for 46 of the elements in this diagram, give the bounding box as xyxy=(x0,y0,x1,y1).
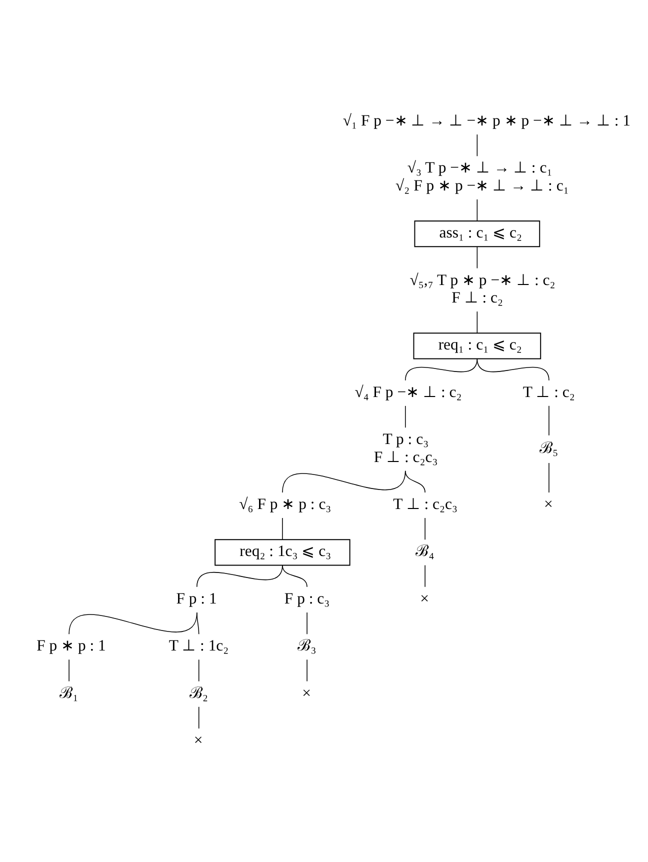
node-text: F p : 1 xyxy=(176,590,217,607)
connector xyxy=(282,564,308,587)
node-text: √₅,₇ T p ∗ p −∗ ⊥ : c₂ F ⊥ : c₂ xyxy=(410,271,556,306)
connector xyxy=(306,658,308,682)
connector xyxy=(424,517,426,540)
node-text: × xyxy=(544,495,553,512)
node-text: ℬ₅ xyxy=(540,439,558,456)
node-box: ass₁ : c₁ ⩽ c₂ xyxy=(414,220,540,247)
connector xyxy=(68,658,70,682)
connector xyxy=(424,564,426,587)
connector xyxy=(548,462,550,492)
node-text: √₆ F p ∗ p : c₃ xyxy=(239,495,332,512)
connector xyxy=(476,358,550,380)
connector xyxy=(198,658,200,682)
connector xyxy=(476,246,478,268)
node-text: ℬ₄ xyxy=(416,542,434,560)
node-box: req₁ : c₁ ⩽ c₂ xyxy=(413,332,542,359)
node-text: √₃ T p −∗ ⊥ → ⊥ : c₁ √₂ F p ∗ p −∗ ⊥ → ⊥ : c₁ xyxy=(396,159,569,194)
connector xyxy=(476,198,478,221)
node-text: ℬ₁ xyxy=(60,684,78,702)
node-text: × xyxy=(302,684,311,702)
node-text: ℬ₃ xyxy=(298,637,316,654)
node-text: ℬ₂ xyxy=(190,684,208,702)
node-text: F p : c₃ xyxy=(284,590,330,607)
connector xyxy=(404,470,426,492)
node-text: T ⊥ : c₂c₃ xyxy=(393,495,458,512)
node-text: T ⊥ : c₂ xyxy=(522,383,575,400)
connector xyxy=(476,310,478,334)
connector xyxy=(198,706,200,728)
connector xyxy=(68,612,198,634)
connector xyxy=(196,564,283,587)
node-text: × xyxy=(194,732,203,749)
connector xyxy=(306,612,308,634)
node-text: T p : c₃ F ⊥ : c₂c₃ xyxy=(374,430,438,466)
connector xyxy=(196,612,200,634)
node-box: req₂ : 1c₃ ⩽ c₃ xyxy=(214,538,350,566)
node-text: F p ∗ p : 1 xyxy=(36,637,106,654)
connector xyxy=(282,517,283,540)
node-text: T ⊥ : 1c₂ xyxy=(168,637,229,654)
connector xyxy=(548,405,550,436)
connector xyxy=(404,358,478,380)
node-text: √₁ F p −∗ ⊥ → ⊥ −∗ p ∗ p −∗ ⊥ → ⊥ : 1 xyxy=(342,112,630,129)
node-text: × xyxy=(420,590,430,607)
connector xyxy=(476,134,478,156)
connector xyxy=(404,405,406,428)
node-text: √₄ F p −∗ ⊥ : c₂ xyxy=(354,383,462,400)
